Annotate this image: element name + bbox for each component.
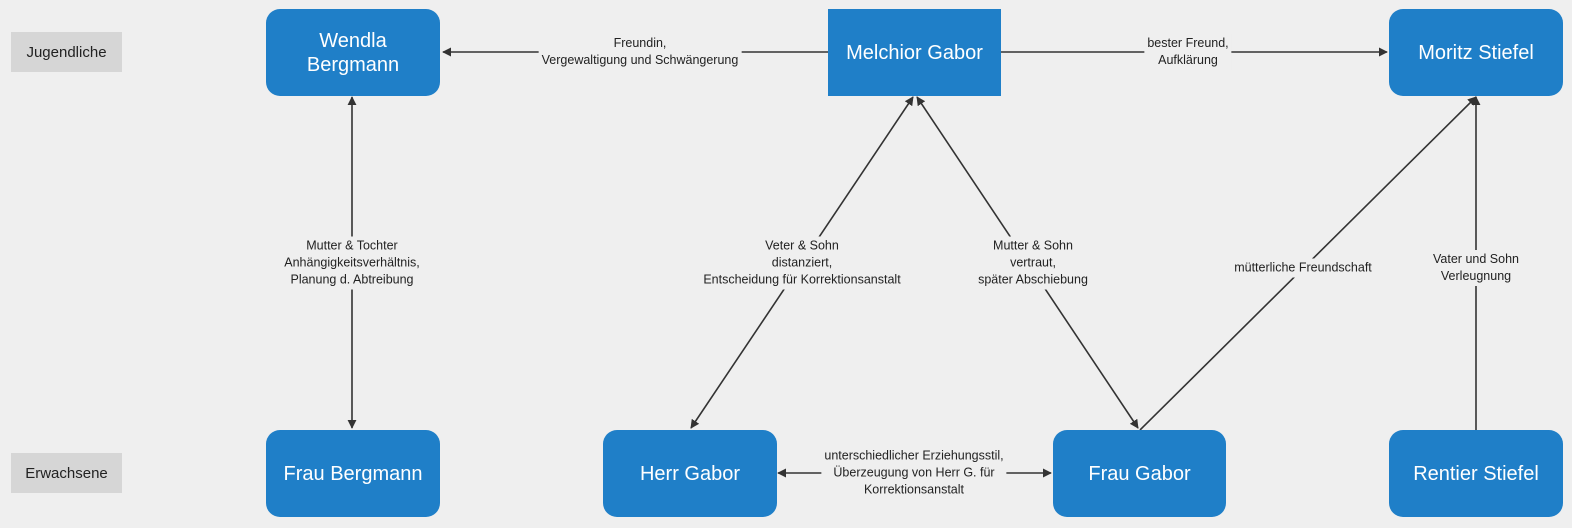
node-herr-gabor[interactable]: Herr Gabor (603, 430, 777, 517)
node-label: Rentier Stiefel (1413, 462, 1539, 485)
edge-label-wendla-frau-bergmann: Mutter & Tochter Anhängigkeitsverhältnis… (281, 236, 423, 290)
node-label: Melchior Gabor (846, 41, 983, 64)
node-melchior-gabor[interactable]: Melchior Gabor (828, 9, 1001, 96)
edge-label-herr-frau-gabor: unterschiedlicher Erziehungsstil, Überze… (821, 446, 1007, 500)
node-label: Frau Gabor (1088, 462, 1191, 485)
node-label: Moritz Stiefel (1418, 41, 1534, 64)
edge-label-rentier-moritz: Vater und Sohn Verleugnung (1430, 250, 1522, 286)
node-moritz-stiefel[interactable]: Moritz Stiefel (1389, 9, 1563, 96)
node-label: Herr Gabor (639, 462, 741, 485)
node-wendla-bergmann[interactable]: Wendla Bergmann (266, 9, 440, 96)
row-label-youth: Jugendliche (11, 32, 122, 72)
node-frau-gabor[interactable]: Frau Gabor (1053, 430, 1226, 517)
edge-label-frau-gabor-moritz: mütterliche Freundschaft (1231, 258, 1375, 278)
node-rentier-stiefel[interactable]: Rentier Stiefel (1389, 430, 1563, 517)
node-label: Frau Bergmann (283, 462, 423, 485)
edge-label-melchior-wendla: Freundin, Vergewaltigung und Schwängerun… (538, 34, 742, 70)
node-label: Wendla Bergmann (306, 29, 400, 76)
edge-label-melchior-moritz: bester Freund, Aufklärung (1144, 34, 1232, 70)
row-label-adults: Erwachsene (11, 453, 122, 493)
edge-label-melchior-frau-gabor: Mutter & Sohn vertraut, später Abschiebu… (975, 236, 1091, 290)
edge-label-melchior-herr-gabor: Veter & Sohn distanziert, Entscheidung f… (700, 236, 904, 290)
node-frau-bergmann[interactable]: Frau Bergmann (266, 430, 440, 517)
